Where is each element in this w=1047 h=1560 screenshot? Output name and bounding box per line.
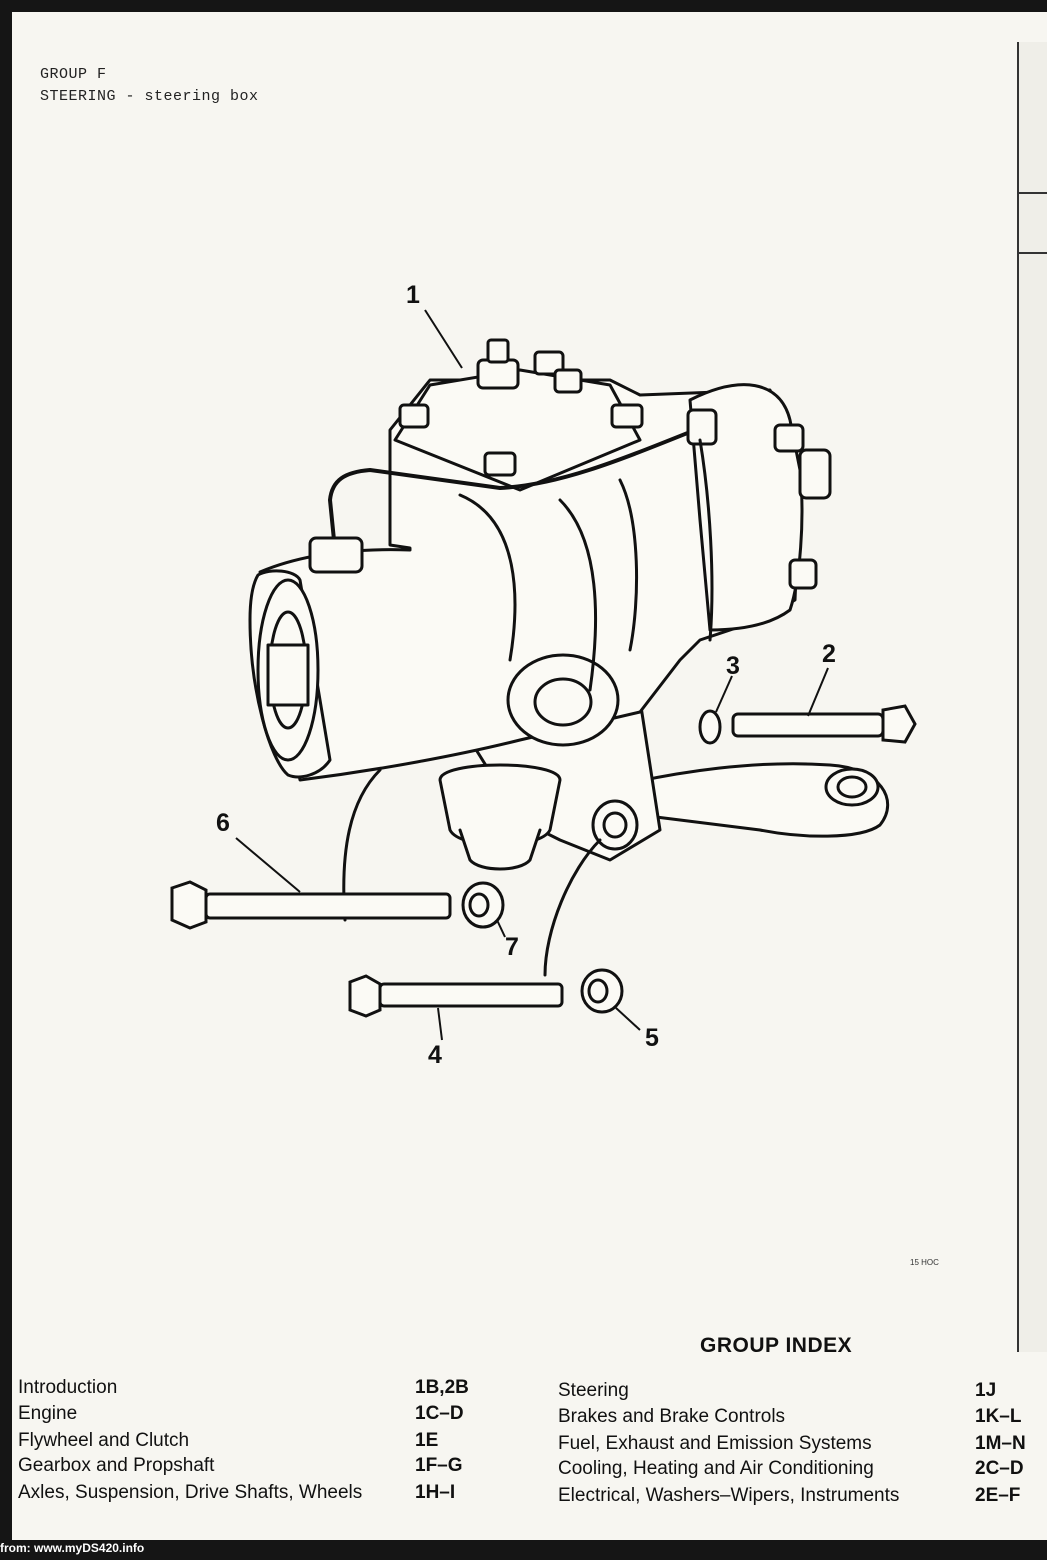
index-code: 2C–D [975,1458,1024,1479]
index-code: 1B,2B [415,1377,469,1398]
nut-5 [580,968,624,1014]
callout-4: 4 [428,1041,442,1069]
index-label: Axles, Suspension, Drive Shafts, Wheels [18,1482,363,1503]
callout-6: 6 [216,809,230,837]
index-code: 1M–N [975,1433,1026,1454]
callout-2: 2 [822,640,836,668]
bolt-2 [731,704,917,744]
index-code: 1K–L [975,1406,1022,1427]
index-label: Flywheel and Clutch [18,1430,190,1451]
index-code: 1H–I [415,1482,456,1503]
input-shaft-flat [266,643,310,707]
index-code: 1F–G [415,1455,463,1476]
index-code: 1C–D [415,1403,464,1424]
drop-arm [598,762,890,838]
cover-bolts [398,350,644,477]
callout-5: 5 [645,1024,659,1052]
index-label: Electrical, Washers–Wipers, Instruments [558,1485,900,1506]
index-label: Gearbox and Propshaft [18,1455,215,1476]
group-index-title: GROUP INDEX [700,1334,853,1357]
index-code: 1J [975,1380,997,1401]
index-label: Introduction [18,1377,118,1398]
index-code: 2E–F [975,1485,1021,1506]
group-heading: GROUP F [40,66,107,83]
callout-3: 3 [726,652,740,680]
edge-rule [1019,192,1047,194]
valve-cover [393,368,642,492]
index-label: Steering [558,1380,629,1401]
source-footer: from: www.myDS420.info [0,1541,145,1555]
pipe-union [308,536,364,574]
index-code: 1E [415,1430,439,1451]
callout-7: 7 [505,933,519,961]
nut-7 [461,881,505,929]
index-label: Cooling, Heating and Air Conditioning [558,1458,874,1479]
washer-3 [698,709,722,745]
adjuster-nut [476,358,520,390]
bolt-4 [348,974,564,1018]
index-label: Fuel, Exhaust and Emission Systems [558,1433,872,1454]
adjacent-page-edge [1017,42,1047,1352]
section-heading: STEERING - steering box [40,88,259,105]
index-label: Engine [18,1403,78,1424]
art-reference: 15 HOC [910,1258,939,1267]
bolt-6 [170,880,452,930]
leader-lines [235,309,829,1041]
fluid-pipe [328,426,702,552]
edge-rule [1019,252,1047,254]
index-label: Brakes and Brake Controls [558,1406,786,1427]
callout-1: 1 [406,281,420,309]
